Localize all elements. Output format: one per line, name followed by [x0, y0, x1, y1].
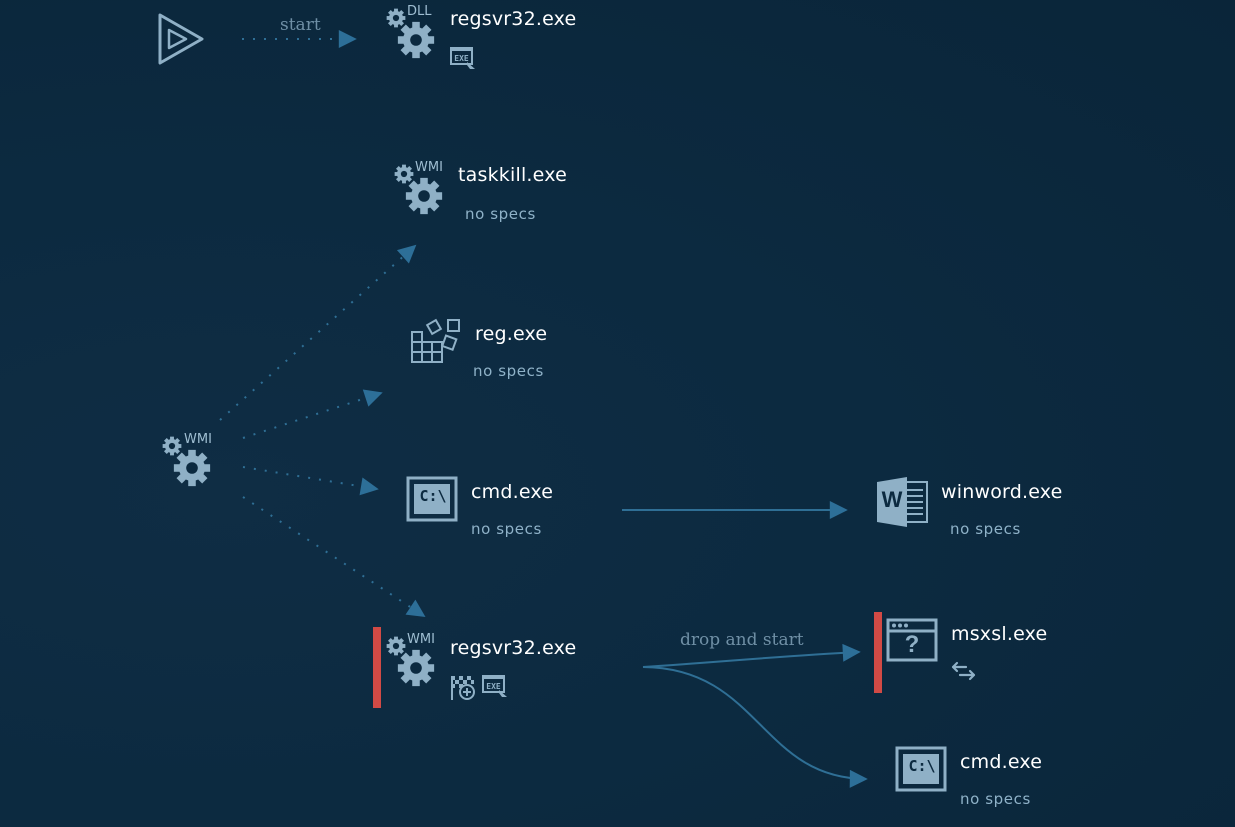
edge-wmi-to-reg[interactable]	[242, 389, 383, 439]
exe-badge-icon[interactable]	[450, 47, 476, 71]
node-name: cmd.exe	[471, 481, 554, 503]
edge-wmi-to-cmd[interactable]	[242, 466, 379, 496]
node-name: regsvr32.exe	[450, 637, 577, 659]
node-regsvr32-dll[interactable]: DLL regsvr32.exe	[384, 4, 584, 74]
edge-regsvr32-to-msxsl[interactable]	[642, 643, 861, 668]
edge-wmi-to-regsvr32[interactable]	[242, 496, 426, 617]
start-node[interactable]	[156, 12, 208, 66]
network-arrows-icon[interactable]	[950, 660, 978, 682]
unknown-window-icon: ?	[886, 618, 940, 664]
node-specs: no specs	[960, 790, 1031, 808]
node-name: reg.exe	[475, 323, 548, 345]
node-cmd-1[interactable]: C:\ cmd.exe no specs	[406, 476, 576, 546]
node-winword[interactable]: W winword.exe no specs	[875, 476, 1075, 546]
cmd-icon-text: C:\	[419, 487, 447, 505]
node-specs: no specs	[471, 520, 542, 538]
node-tag: DLL	[407, 4, 432, 19]
registry-icon	[408, 318, 464, 372]
alert-bar	[373, 627, 381, 708]
unknown-icon-text: ?	[904, 631, 920, 658]
node-specs: no specs	[473, 362, 544, 380]
node-taskkill[interactable]: WMI taskkill.exe no specs	[392, 160, 592, 230]
node-name: regsvr32.exe	[450, 8, 577, 30]
node-tag: WMI	[407, 632, 435, 647]
node-name: cmd.exe	[960, 751, 1043, 773]
cmd-icon: C:\	[406, 476, 460, 524]
node-specs: no specs	[950, 520, 1021, 538]
node-reg[interactable]: reg.exe no specs	[408, 318, 578, 388]
alert-bar	[874, 612, 882, 693]
edge-label-start: start	[280, 15, 321, 35]
node-specs: no specs	[465, 205, 536, 223]
word-icon: W	[875, 476, 931, 528]
node-wmi-source[interactable]: WMI	[160, 432, 220, 488]
node-tag: WMI	[415, 160, 443, 175]
cmd-icon: C:\	[895, 746, 949, 794]
cmd-icon-text: C:\	[908, 757, 936, 775]
node-msxsl[interactable]: ? msxsl.exe	[886, 618, 1086, 688]
node-regsvr32-wmi[interactable]: WMI regsvr32.exe	[384, 632, 584, 702]
node-name: taskkill.exe	[458, 164, 567, 186]
exe-badge-icon[interactable]	[482, 675, 508, 699]
node-cmd-2[interactable]: C:\ cmd.exe no specs	[895, 746, 1065, 816]
node-tag: WMI	[184, 432, 212, 447]
word-icon-text: W	[881, 487, 903, 512]
node-name: msxsl.exe	[951, 623, 1048, 645]
edge-label-drop-and-start: drop and start	[680, 630, 804, 650]
node-name: winword.exe	[941, 481, 1063, 503]
flag-plus-icon[interactable]	[450, 675, 478, 701]
start-play-icon	[156, 12, 208, 66]
edge-wmi-to-taskkill[interactable]	[219, 244, 417, 421]
edge-regsvr32-to-cmd[interactable]	[642, 666, 868, 788]
